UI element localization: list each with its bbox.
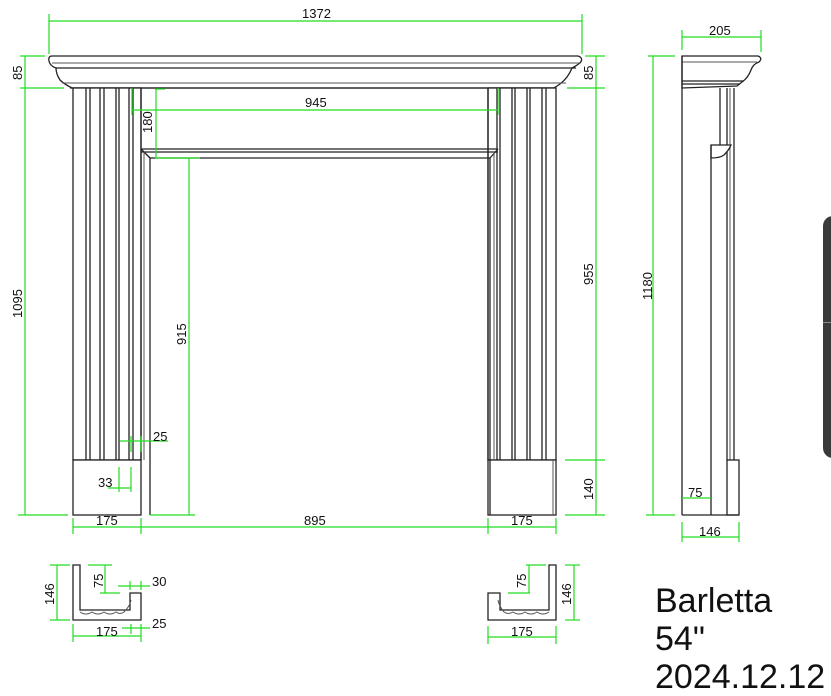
dim-leg-width-right: 175: [511, 513, 533, 528]
plan-section-right: 75 146 175: [487, 564, 580, 644]
technical-drawing-canvas: 1372 85 1095 85 955 140 945 180 915: [10, 6, 762, 644]
dim-opening-height: 915: [174, 323, 189, 345]
left-leg: [72, 87, 142, 516]
dim-opening-width-top: 945: [305, 95, 327, 110]
dim-plinth-height: 140: [581, 478, 596, 500]
dim-overall-width: 1372: [302, 6, 331, 21]
side-toolbar-panel[interactable]: [823, 216, 831, 458]
dim-plan-left-edge: 25: [152, 616, 166, 631]
side-dimensions: 205 1180 75 146: [640, 23, 762, 542]
dim-plan-left-height: 146: [42, 583, 57, 605]
dim-leg-width-left: 175: [96, 513, 118, 528]
front-dimensions: 1372 85 1095 85 955 140 945 180 915: [10, 6, 605, 534]
dim-plan-left-lip: 30: [152, 574, 166, 589]
front-view: [48, 55, 583, 516]
right-leg: [487, 87, 557, 516]
dim-leg-height: 1095: [10, 289, 25, 318]
dim-plan-right-width: 175: [511, 624, 533, 639]
dim-side-total-height: 1180: [640, 272, 655, 300]
plan-section-left: 146 75 30 25 175: [42, 564, 166, 642]
drawing-date: 2024.12.12: [655, 658, 826, 696]
dim-opening-width-bottom: 895: [304, 513, 326, 528]
mantel-shelf: [48, 55, 583, 89]
dim-plan-right-height: 146: [559, 583, 574, 605]
side-view: [681, 55, 762, 516]
right-plinth: [487, 459, 557, 516]
dim-plan-right-return: 75: [514, 574, 529, 588]
drawing-title-block: Barletta 54" 2024.12.12: [655, 582, 831, 696]
dim-shelf-height-left: 85: [10, 66, 25, 80]
dim-plan-left-return: 75: [91, 574, 106, 588]
dim-right-upper-height: 955: [581, 263, 596, 285]
dim-plan-left-width: 175: [96, 624, 118, 639]
dim-side-leg-depth: 75: [688, 485, 702, 500]
dim-side-base-depth: 146: [699, 524, 721, 539]
dim-plinth-offset: 33: [98, 475, 112, 490]
dim-side-depth: 205: [709, 23, 731, 38]
dim-frieze-height: 180: [140, 111, 155, 133]
drawing-title: Barletta 54": [655, 582, 773, 658]
dim-shelf-height-right: 85: [581, 66, 596, 80]
side-toolbar-divider: [823, 322, 831, 323]
opening-frame: [140, 88, 499, 515]
dim-flute-offset: 25: [153, 429, 167, 444]
